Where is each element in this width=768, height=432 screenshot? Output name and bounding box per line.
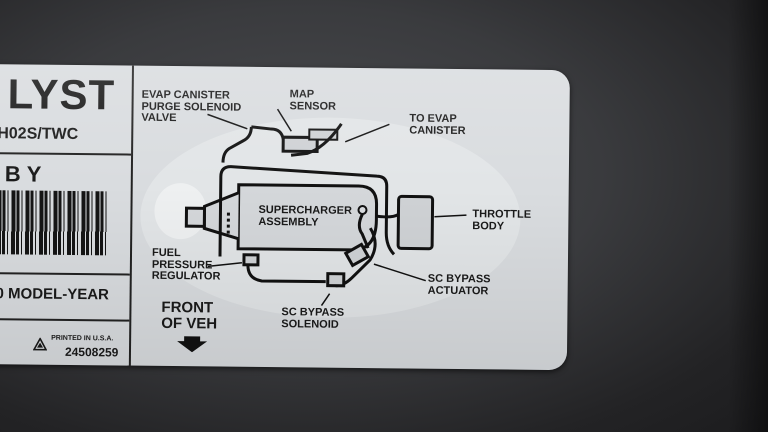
callout-line: BODY bbox=[472, 219, 505, 233]
callout-line: FRONT bbox=[161, 298, 214, 317]
panel-shadow-edge bbox=[728, 0, 768, 432]
label-divider bbox=[0, 271, 130, 276]
callout-line: SOLENOID bbox=[281, 317, 339, 331]
label-divider bbox=[0, 317, 130, 322]
printed-in-usa-text: PRINTED IN U.S.A. bbox=[51, 334, 114, 343]
fuel-pressure-regulator-label: FUEL PRESSURE REGULATOR bbox=[151, 247, 221, 283]
model-year-text: 0 MODEL-YEAR bbox=[0, 285, 110, 304]
recycle-triangle-icon bbox=[33, 337, 48, 351]
label-divider bbox=[0, 151, 132, 156]
arrow-down-icon bbox=[177, 336, 208, 353]
label-title-fragment: LYST bbox=[7, 70, 116, 119]
map-sensor-label: MAP SENSOR bbox=[289, 88, 337, 113]
callout-line: CANISTER bbox=[409, 124, 466, 137]
label-by-text: BY bbox=[4, 161, 48, 187]
label-left-panel: LYST H02S/TWC BY 0 MODEL-YEAR PRINTED IN… bbox=[0, 64, 134, 366]
callout-line: ASSEMBLY bbox=[258, 215, 319, 229]
vacuum-hose-diagram bbox=[140, 108, 521, 318]
throttle-body-label: THROTTLE BODY bbox=[472, 208, 531, 233]
supercharger-assembly-label: SUPERCHARGER ASSEMBLY bbox=[258, 204, 352, 229]
sc-bypass-actuator-label: SC BYPASS ACTUATOR bbox=[427, 273, 491, 298]
evap-purge-solenoid-label: EVAP CANISTER PURGE SOLENOID VALVE bbox=[141, 89, 241, 126]
to-evap-canister-label: TO EVAP CANISTER bbox=[409, 113, 466, 138]
callout-line: VALVE bbox=[141, 111, 177, 125]
front-of-vehicle-label: FRONT OF VEH bbox=[161, 298, 218, 333]
sc-bypass-solenoid-label: SC BYPASS SOLENOID bbox=[281, 306, 344, 331]
callout-line: REGULATOR bbox=[151, 269, 221, 283]
callout-line: ACTUATOR bbox=[427, 284, 489, 297]
callout-line: SENSOR bbox=[289, 99, 337, 113]
emission-label-sticker: LYST H02S/TWC BY 0 MODEL-YEAR PRINTED IN… bbox=[0, 64, 570, 371]
barcode bbox=[0, 190, 109, 256]
label-subtitle-fragment: H02S/TWC bbox=[0, 125, 79, 144]
part-number: 24508259 bbox=[64, 344, 119, 360]
callout-line: OF VEH bbox=[161, 314, 218, 333]
